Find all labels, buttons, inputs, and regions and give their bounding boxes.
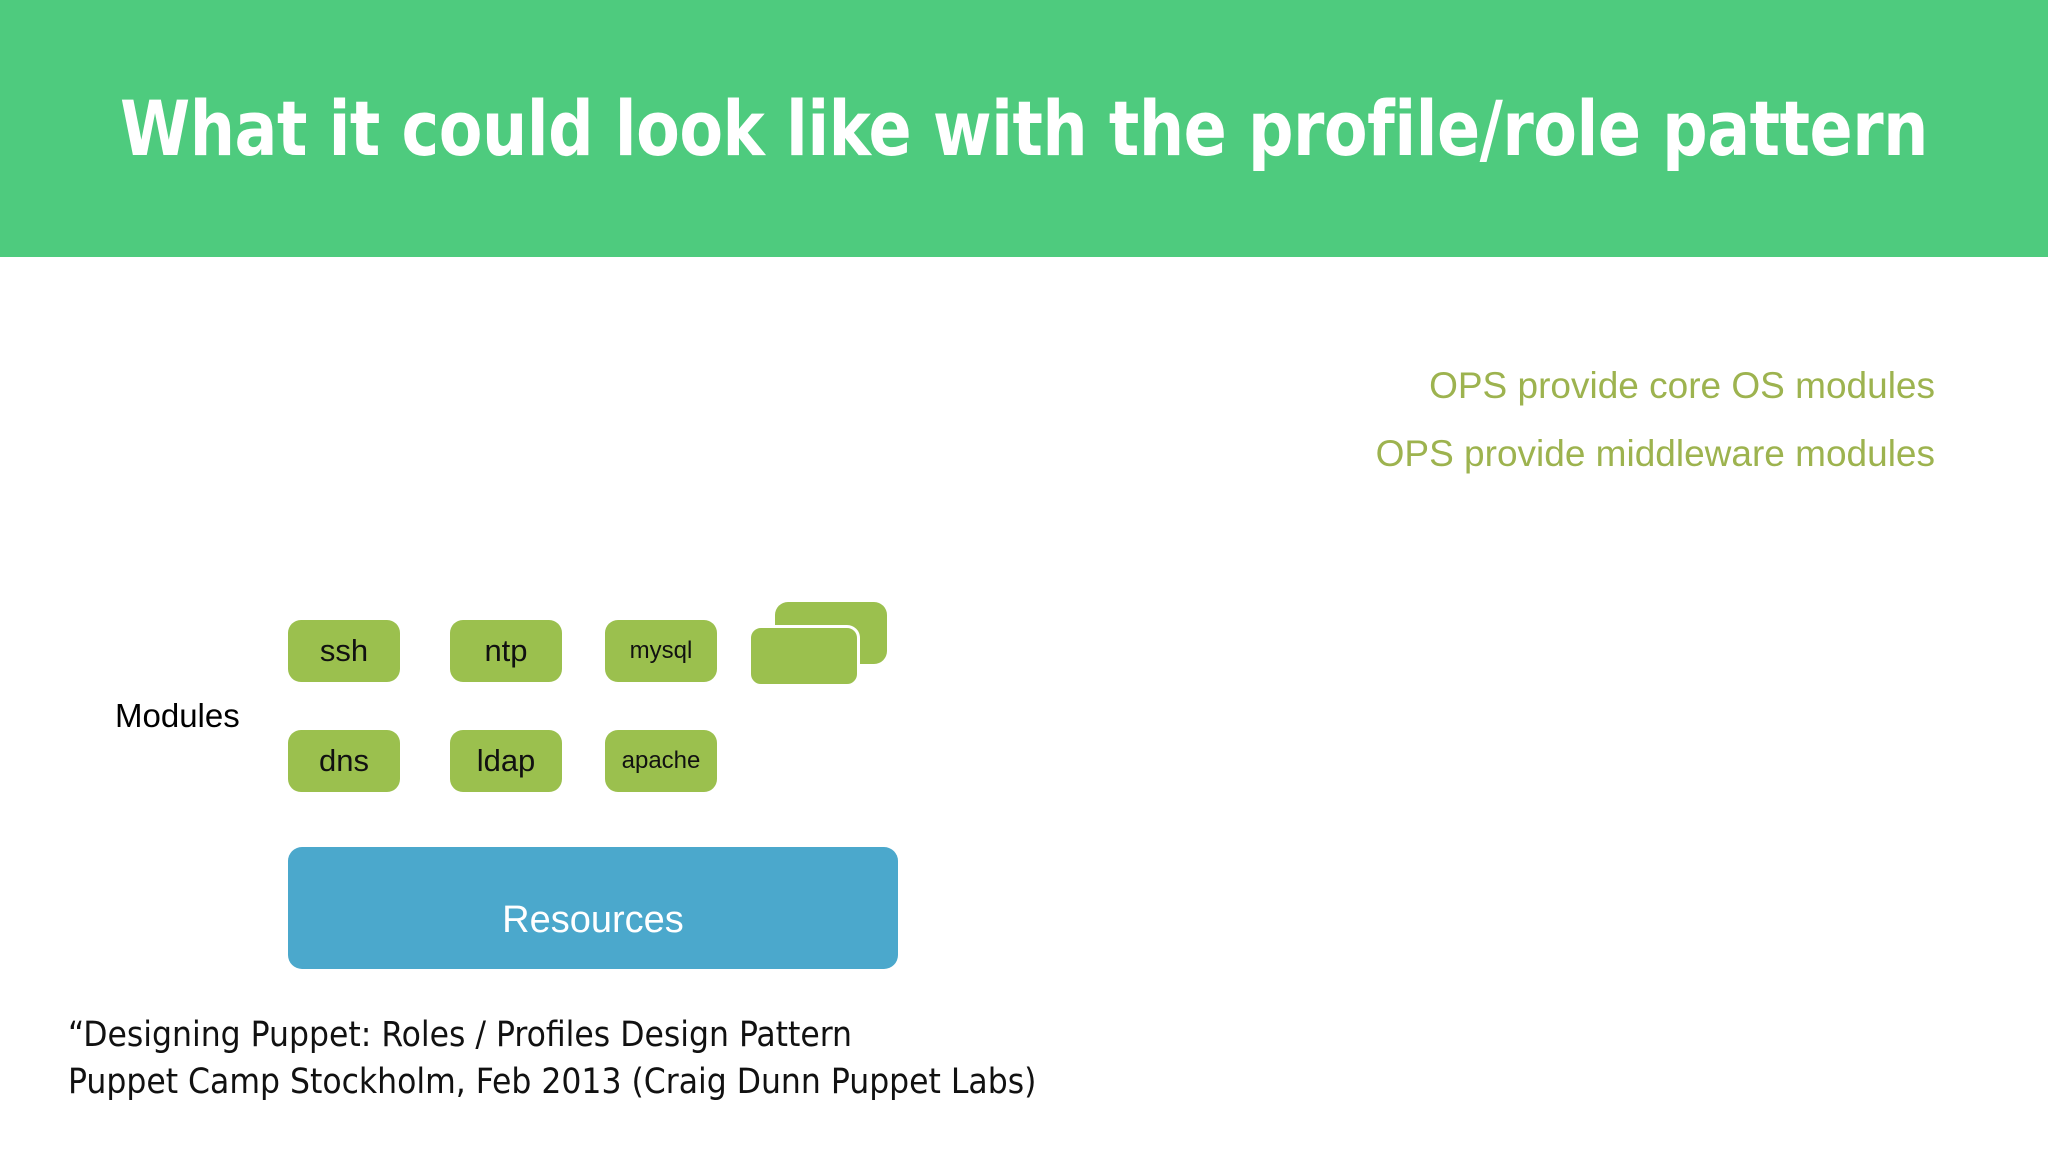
module-box-dns[interactable]: dns [288, 730, 400, 792]
resources-box[interactable]: Resources [288, 847, 898, 969]
module-box-ntp[interactable]: ntp [450, 620, 562, 682]
resources-label: Resources [502, 898, 684, 941]
module-box-mysql[interactable]: mysql [605, 620, 717, 682]
citation-block: “Designing Puppet: Roles / Profiles Desi… [68, 1012, 1036, 1106]
ops-note-line-2: OPS provide middleware modules [1375, 433, 1935, 474]
module-box-ldap[interactable]: ldap [450, 730, 562, 792]
page-title: What it could look like with the profile… [120, 84, 1928, 173]
module-box-stacked-front[interactable] [748, 625, 860, 687]
module-box-ssh[interactable]: ssh [288, 620, 400, 682]
module-box-apache[interactable]: apache [605, 730, 717, 792]
modules-label: Modules [115, 697, 240, 734]
ops-note-line-1: OPS provide core OS modules [1429, 365, 1935, 406]
ops-notes-group: OPS provide core OS modules OPS provide … [1000, 352, 1935, 488]
citation-line-2: Puppet Camp Stockholm, Feb 2013 (Craig D… [68, 1062, 1037, 1102]
header-band [0, 0, 2048, 257]
citation-line-1: “Designing Puppet: Roles / Profiles Desi… [68, 1015, 852, 1055]
